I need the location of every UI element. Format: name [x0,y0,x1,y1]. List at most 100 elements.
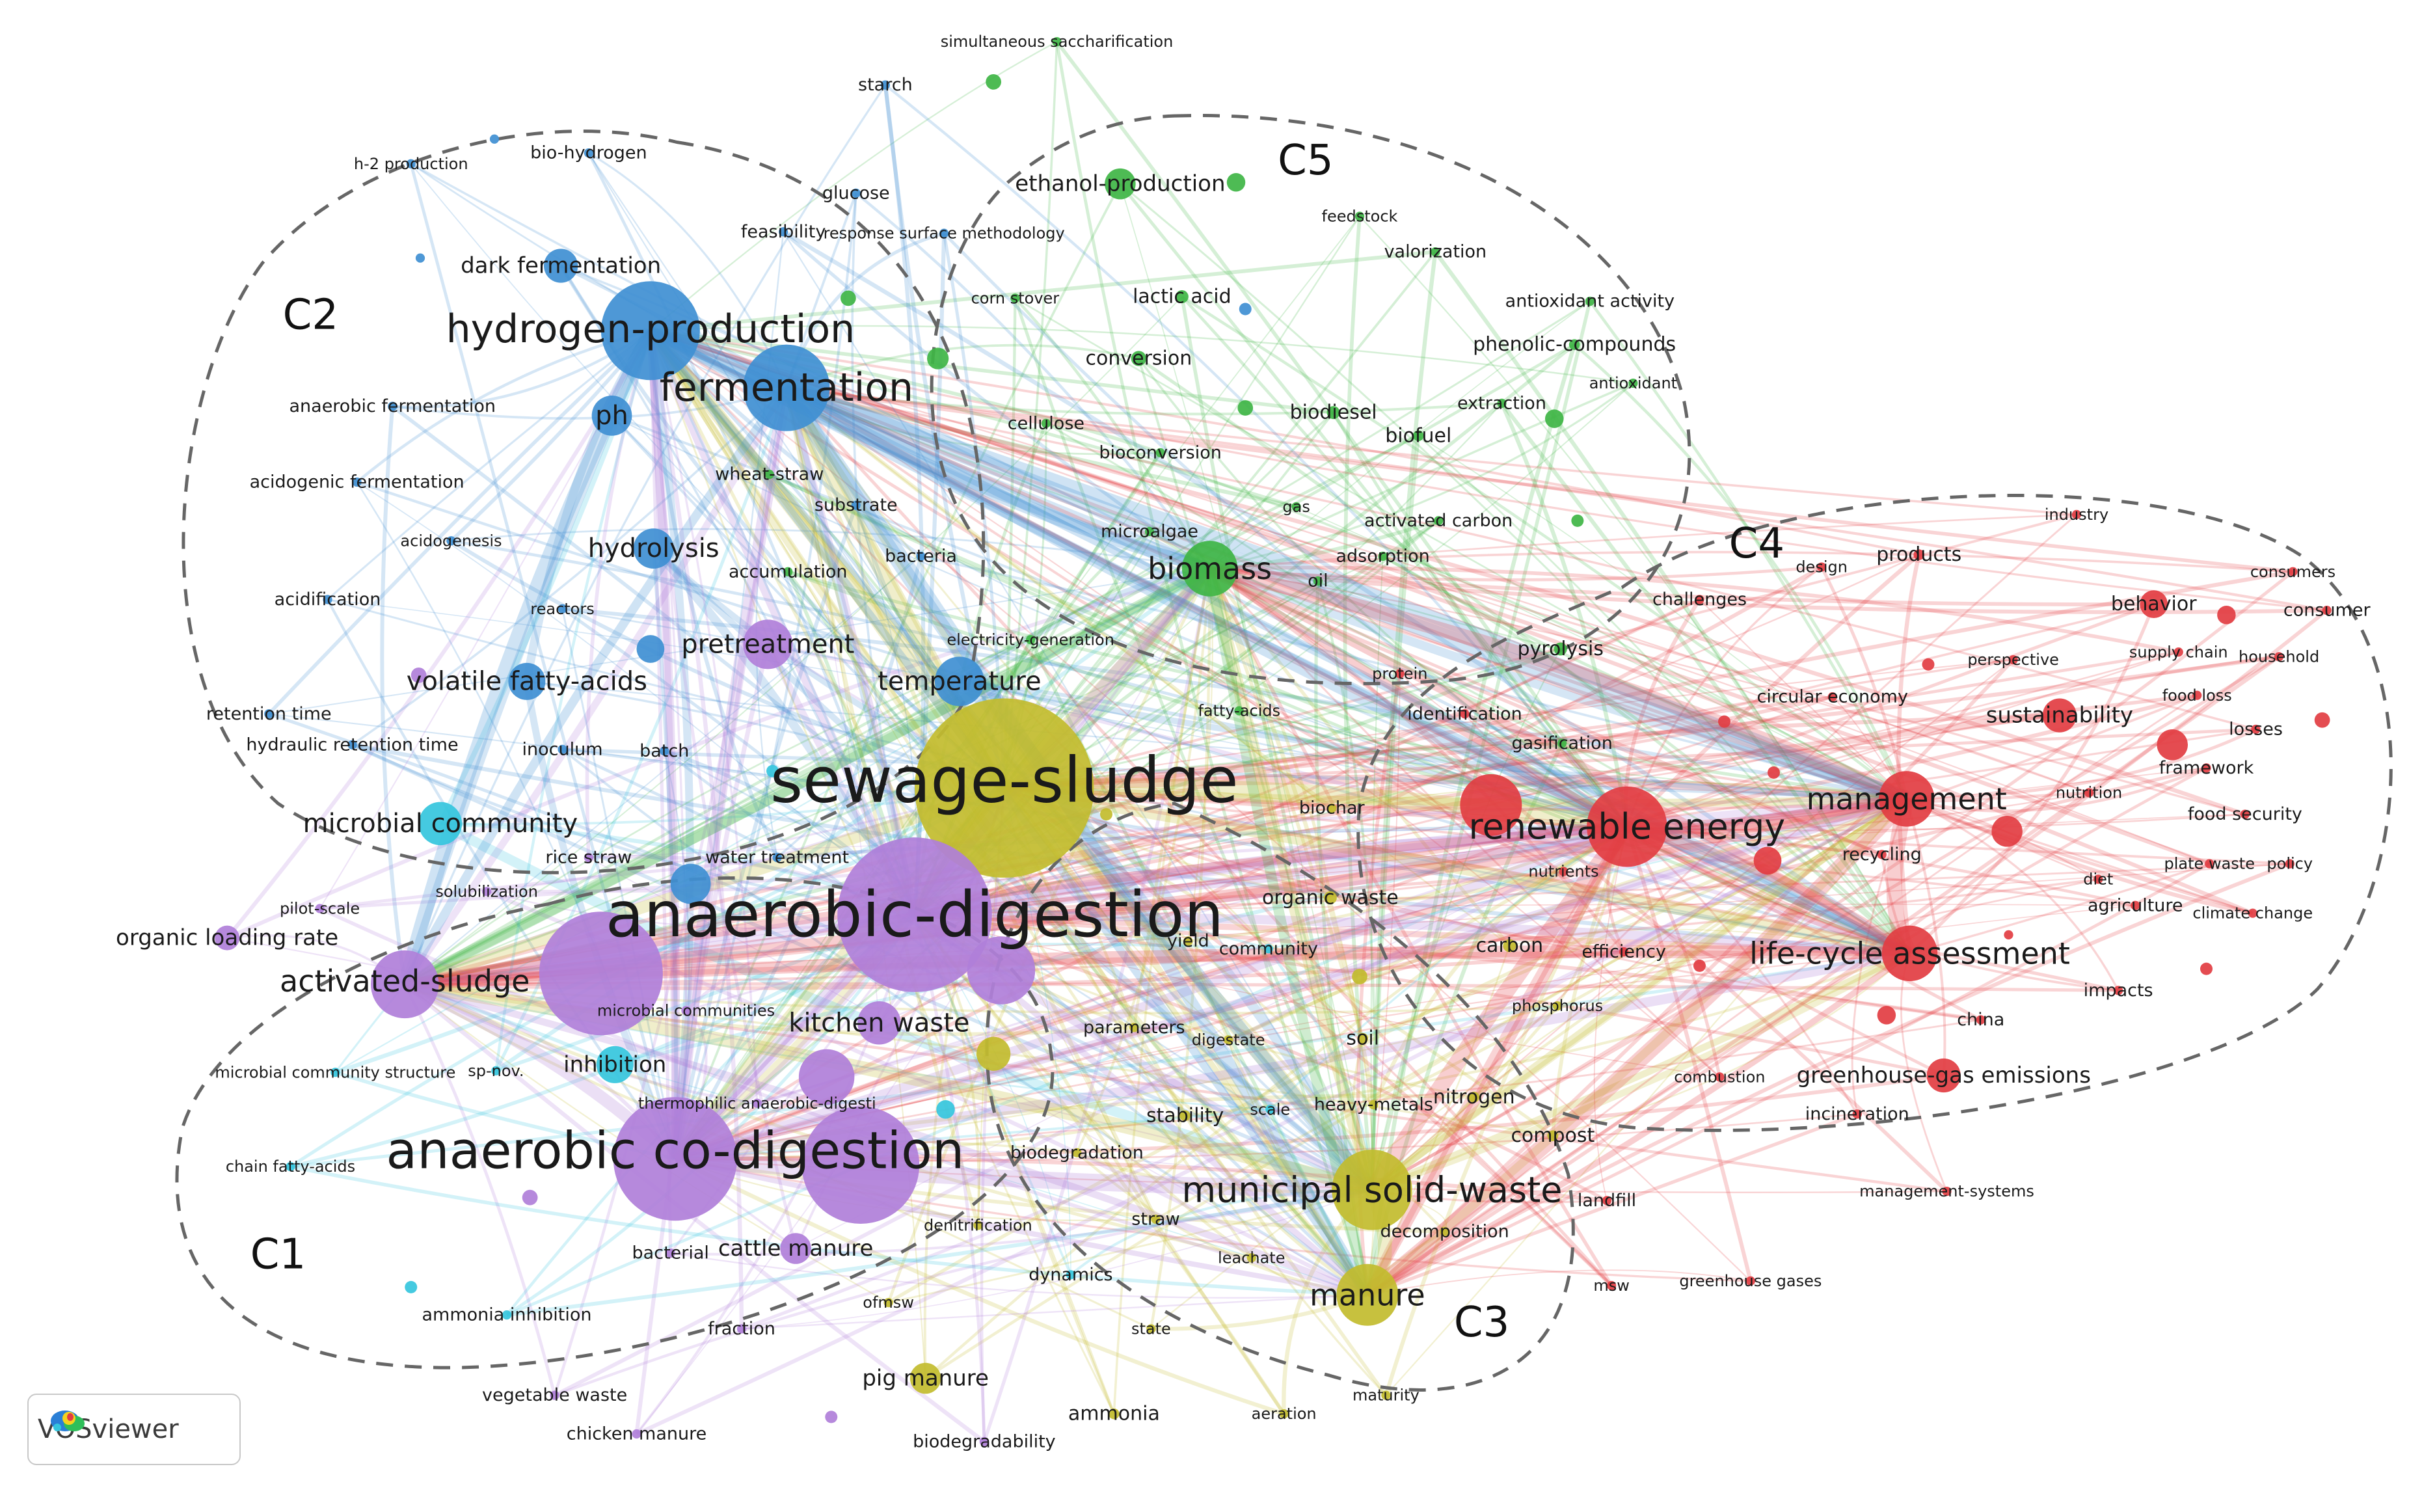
node-72[interactable] [1026,635,1036,645]
node-label-69[interactable]: feedstock [1322,208,1398,226]
node-label-60[interactable]: microalgae [1101,522,1198,542]
node-142[interactable] [406,159,416,169]
node-62[interactable] [1313,576,1323,586]
node-label-117[interactable]: parameters [1083,1018,1185,1038]
node-83[interactable] [2274,652,2284,662]
node-label-58[interactable]: cellulose [1008,413,1084,433]
node-label-101[interactable]: management-systems [1859,1182,2034,1200]
node-bubble-23[interactable] [1545,409,1564,428]
node-label-137[interactable]: rice straw [545,848,632,868]
node-106[interactable] [1559,867,1568,876]
node-bubble-2[interactable] [967,936,1036,1005]
node-label-41[interactable]: stability [1146,1104,1224,1127]
node-74[interactable] [1557,738,1567,748]
node-label-24[interactable]: greenhouse-gas emissions [1797,1062,2091,1088]
node-label-9[interactable]: life-cycle assessment [1749,936,2070,971]
node-88[interactable] [1827,692,1837,702]
node-52[interactable] [264,709,274,719]
node-label-13[interactable]: temperature [878,666,1041,696]
node-label-93[interactable]: policy [2267,855,2313,873]
node-label-140[interactable]: feasibility [741,222,826,242]
node-bubble-15[interactable] [936,1100,955,1119]
node-label-40[interactable]: nitrogen [1433,1086,1515,1109]
node-8[interactable] [1879,771,1935,827]
node-56[interactable] [558,604,567,614]
node-128[interactable] [550,1390,559,1400]
node-bubble-30[interactable] [825,1411,838,1424]
node-label-109[interactable]: heavy-metals [1314,1095,1433,1115]
node-bubble-37[interactable] [2004,930,2013,939]
node-33[interactable] [1568,339,1580,350]
node-91[interactable] [1877,850,1887,859]
node-label-38[interactable]: ammonia [1068,1403,1160,1425]
node-bubble-21[interactable] [1226,173,1246,192]
node-label-139[interactable]: response surface methodology [824,224,1065,243]
node-label-126[interactable]: bacterial [632,1243,709,1263]
node-105[interactable] [1619,947,1629,957]
node-label-31[interactable]: pyrolysis [1517,638,1604,660]
node-76[interactable] [1395,669,1405,679]
node-bubble-1[interactable] [801,1106,920,1224]
node-21[interactable] [596,1046,634,1083]
node-29[interactable] [1175,290,1189,303]
node-99[interactable] [1715,1072,1725,1082]
node-label-49[interactable]: inoculum [522,739,602,759]
node-69[interactable] [1354,211,1365,221]
node-80[interactable] [2288,567,2298,576]
node-label-6[interactable]: municipal solid-waste [1181,1169,1562,1210]
node-15[interactable] [508,662,546,700]
node-label-138[interactable]: water treatment [705,848,849,868]
node-90[interactable] [2240,809,2250,819]
node-30[interactable] [1326,406,1340,420]
node-27[interactable] [591,396,632,436]
node-label-113[interactable]: state [1131,1320,1171,1338]
node-label-73[interactable]: fatty-acids [1198,702,1280,720]
node-66[interactable] [1585,297,1595,306]
node-bubble-5[interactable] [1753,846,1782,875]
node-42[interactable] [1151,1214,1161,1224]
node-bubble-28[interactable] [410,668,427,683]
node-bubble-12[interactable] [2200,962,2213,975]
node-label-86[interactable]: framework [2159,758,2254,778]
node-label-85[interactable]: losses [2229,720,2283,740]
node-label-48[interactable]: accumulation [729,561,848,582]
node-79[interactable] [2071,509,2082,519]
node-68[interactable] [1431,247,1440,257]
node-135[interactable] [315,904,325,913]
node-40[interactable] [1468,1091,1480,1103]
node-label-2[interactable]: anaerobic co-digestion [386,1122,964,1180]
node-132[interactable] [491,1066,501,1075]
node-label-95[interactable]: agriculture [2088,895,2183,915]
node-label-127[interactable]: chicken manure [567,1424,707,1444]
node-label-25[interactable]: sustainability [1986,703,2133,729]
node-label-100[interactable]: incineration [1805,1104,1909,1124]
node-label-114[interactable]: biochar [1299,798,1366,818]
node-20[interactable] [215,925,240,951]
node-label-67[interactable]: antioxidant [1589,374,1677,392]
node-label-66[interactable]: antioxidant activity [1505,291,1675,312]
node-57[interactable] [764,470,774,479]
node-label-79[interactable]: industry [2045,506,2108,524]
node-112[interactable] [1279,1409,1289,1419]
node-120[interactable] [1265,1105,1275,1114]
node-97[interactable] [2114,986,2123,995]
node-125[interactable] [736,1324,747,1334]
node-label-56[interactable]: reactors [530,600,594,618]
node-label-36[interactable]: organic waste [1262,886,1399,909]
node-label-105[interactable]: efficiency [1581,942,1666,962]
node-label-39[interactable]: compost [1511,1124,1595,1147]
node-label-122[interactable]: dynamics [1029,1265,1113,1285]
node-10[interactable] [1181,541,1238,597]
node-label-64[interactable]: activated carbon [1364,511,1513,531]
node-label-5[interactable]: renewable energy [1468,806,1785,847]
node-label-4[interactable]: fermentation [660,365,913,411]
node-2[interactable] [613,1097,737,1221]
node-6[interactable] [1332,1150,1412,1230]
node-bubble-20[interactable] [986,74,1001,90]
node-32[interactable] [1412,430,1424,442]
node-103[interactable] [1607,1280,1617,1291]
node-label-63[interactable]: adsorption [1336,547,1430,567]
node-label-107[interactable]: phosphorus [1512,997,1603,1015]
node-bubble-10[interactable] [2314,712,2330,728]
node-77[interactable] [1695,595,1704,604]
